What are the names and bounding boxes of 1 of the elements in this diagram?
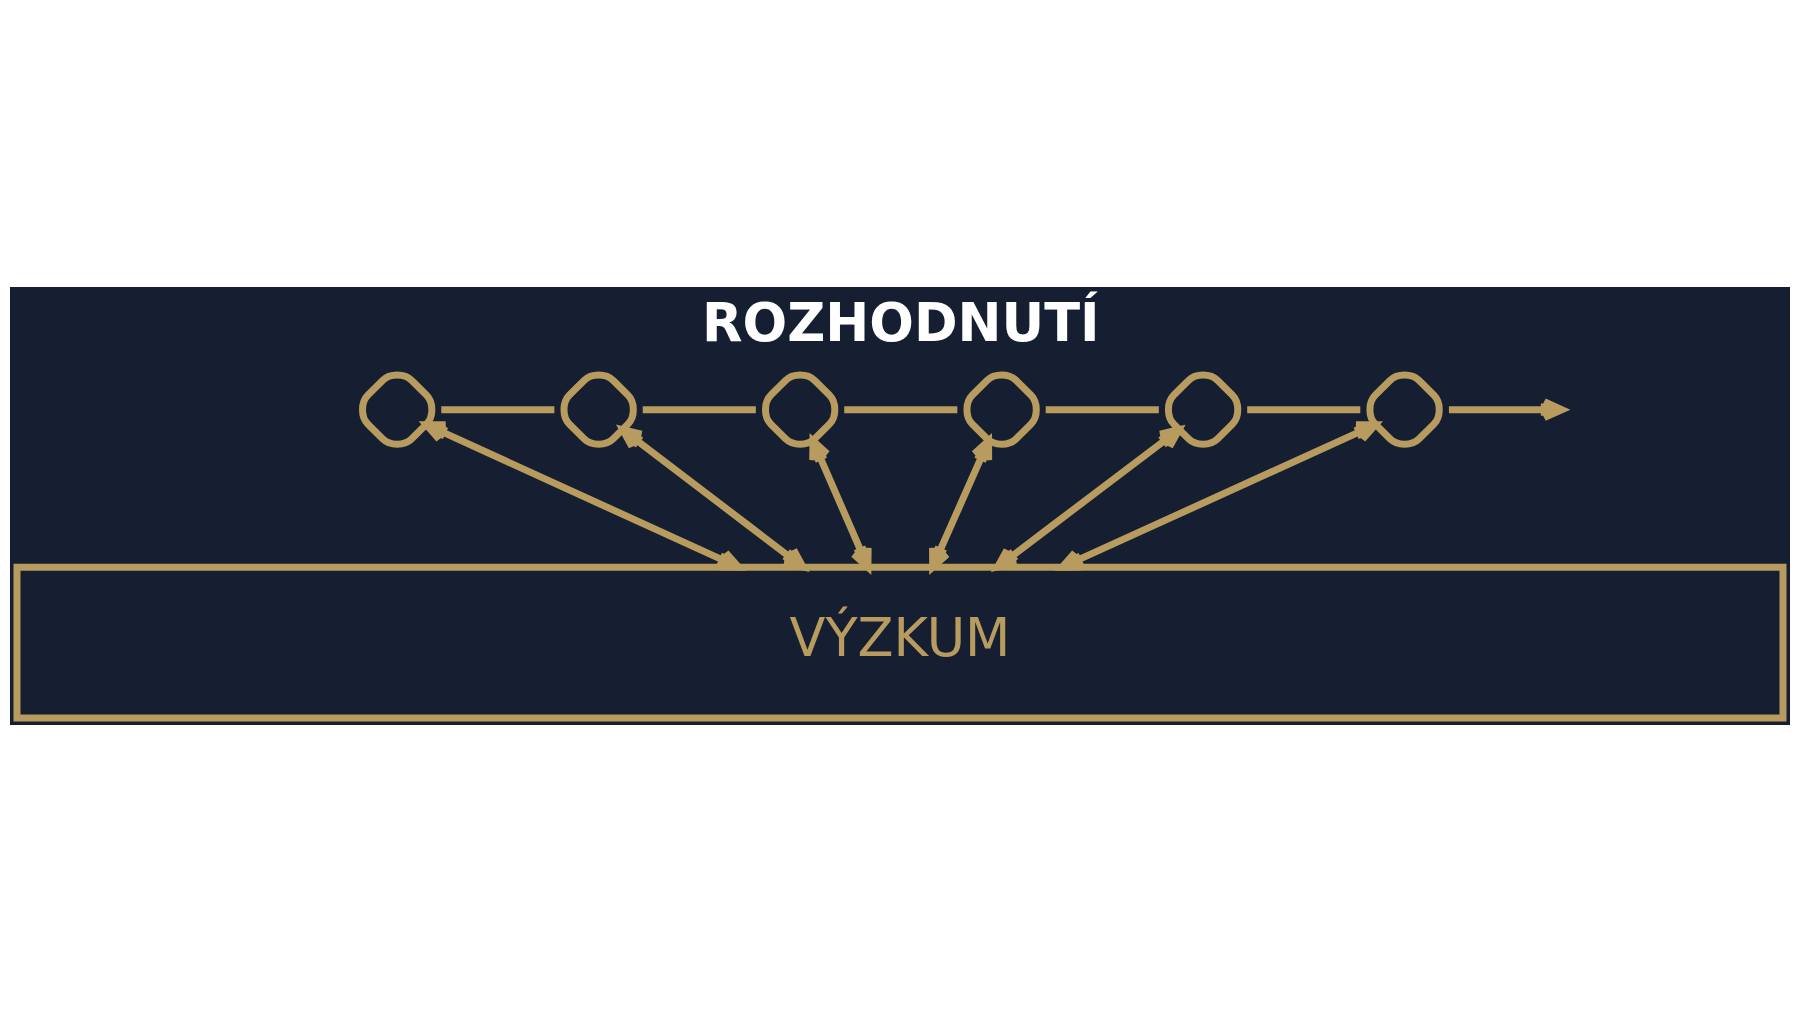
- diagram-title: ROZHODNUTÍ: [702, 292, 1100, 354]
